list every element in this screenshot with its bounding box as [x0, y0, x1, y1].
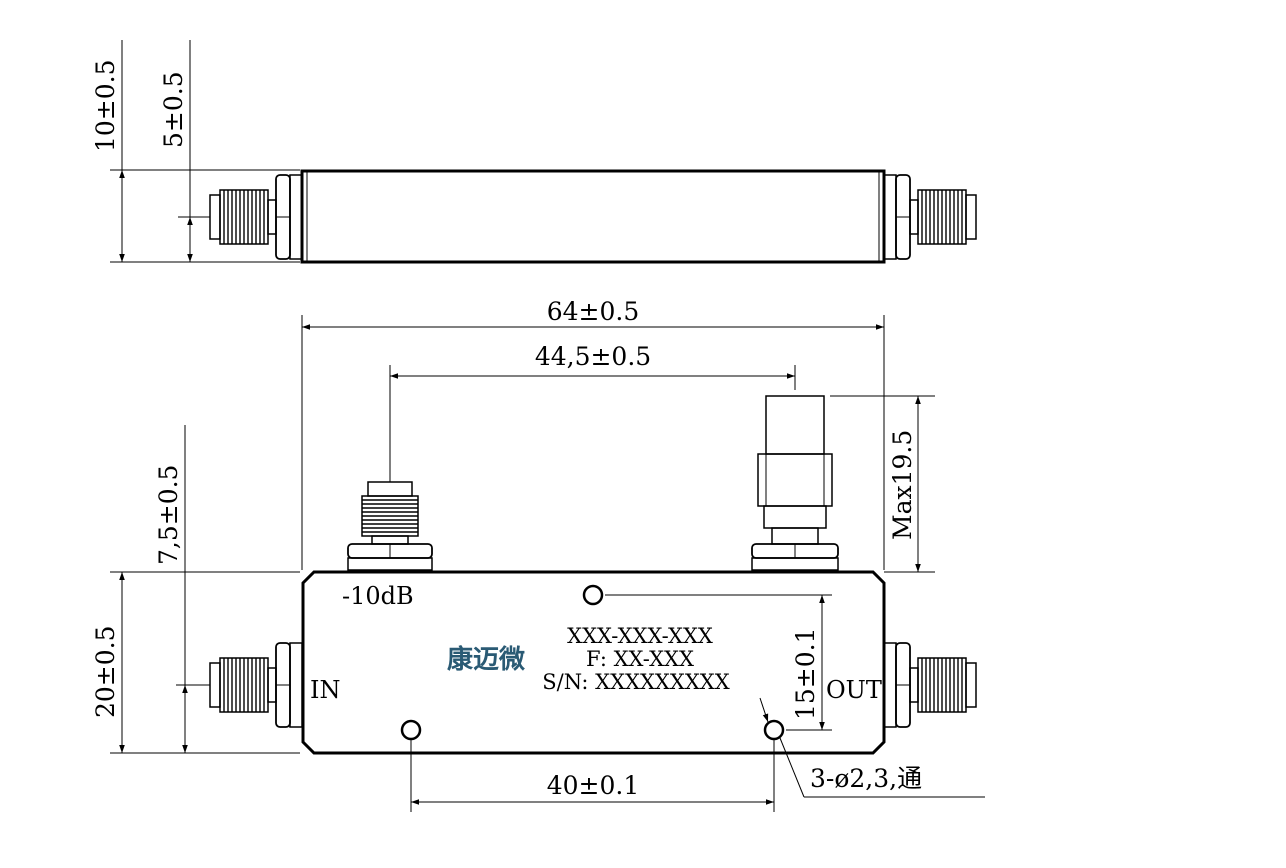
- coupled-port-connector: [347, 481, 433, 571]
- side-view: 10±0.5 5±0.5: [91, 40, 977, 264]
- mounting-hole-bottom-right: [763, 719, 785, 741]
- dim-body-width: 20±0.5: [91, 625, 120, 718]
- mounting-hole-top: [582, 584, 604, 606]
- input-label: IN: [310, 676, 340, 704]
- dim-hole-offset: 15±0.1: [791, 627, 820, 720]
- dim-height-total: 10±0.5: [91, 59, 120, 152]
- part-number: XXX-XXX-XXX: [567, 624, 713, 648]
- dim-max-height: Max19.5: [888, 430, 917, 540]
- coupled-port-label: -10dB: [342, 582, 414, 610]
- dim-length-total: 64±0.5: [547, 297, 640, 326]
- side-view-body: [300, 169, 886, 264]
- coupler-body: [301, 570, 886, 755]
- frequency-marking: F: XX-XXX: [586, 647, 694, 671]
- output-connector: [883, 642, 977, 728]
- input-connector: [209, 642, 303, 728]
- side-view-in-connector: [209, 174, 303, 260]
- dim-hole-spacing: 40±0.1: [547, 771, 640, 800]
- dim-connector-offset: 7,5±0.5: [154, 465, 183, 565]
- brand-logo: 康迈微: [447, 644, 525, 675]
- dim-height-connector: 5±0.5: [159, 71, 188, 148]
- output-label: OUT: [826, 676, 882, 704]
- terminated-port-load: [751, 395, 839, 571]
- mounting-hole-bottom-left: [400, 719, 422, 741]
- dim-port-spacing: 44,5±0.5: [535, 342, 651, 371]
- dim-holes-callout: 3-ø2,3,通: [810, 764, 922, 793]
- serial-number: S/N: XXXXXXXXX: [542, 670, 729, 694]
- top-view: 64±0.5 44,5±0.5: [91, 297, 985, 812]
- side-view-out-connector: [883, 174, 977, 260]
